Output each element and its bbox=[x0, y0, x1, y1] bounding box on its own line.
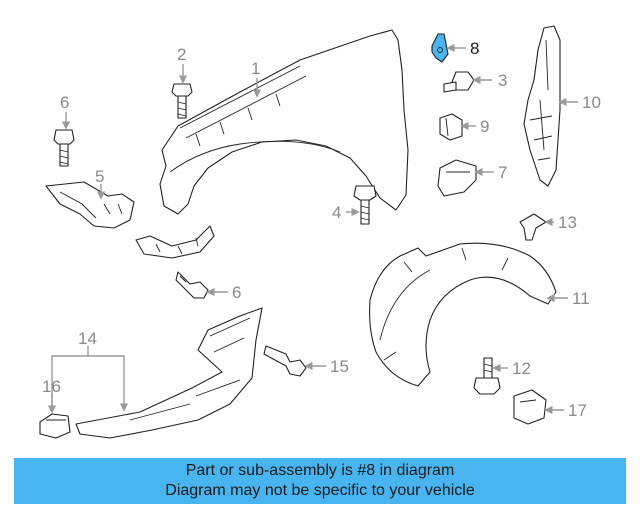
seal-part-10 bbox=[523, 25, 561, 187]
callout-3: 3 bbox=[498, 71, 507, 90]
bolt-part-12 bbox=[473, 357, 501, 395]
callout-9: 9 bbox=[480, 117, 489, 136]
clip-part-8 bbox=[431, 33, 449, 63]
callout-7: 7 bbox=[498, 163, 507, 182]
parts-diagram: 1 2 6 5 4 6 8 3 9 7 10 13 11 12 17 15 14… bbox=[39, 25, 601, 439]
banner-line-part: Part or sub-assembly is #8 in diagram bbox=[185, 462, 455, 479]
bolt-part-2 bbox=[171, 83, 193, 119]
callout-10: 10 bbox=[582, 93, 601, 112]
callout-12: 12 bbox=[512, 359, 531, 378]
callout-4: 4 bbox=[332, 203, 341, 222]
callout-labels: 1 2 6 5 4 6 8 3 9 7 10 13 11 12 17 15 14… bbox=[42, 39, 601, 420]
callout-6-lower: 6 bbox=[232, 283, 241, 302]
bolt-part-6-lower bbox=[175, 271, 209, 299]
undercover-part-14 bbox=[75, 307, 263, 439]
callout-16: 16 bbox=[42, 377, 61, 396]
fender-part bbox=[135, 29, 409, 259]
callout-5: 5 bbox=[95, 167, 104, 186]
callout-1: 1 bbox=[251, 59, 260, 78]
bolt-part-3 bbox=[443, 71, 475, 93]
clip-part-16 bbox=[39, 413, 71, 439]
callout-2: 2 bbox=[177, 45, 186, 64]
bolt-part-6-upper bbox=[53, 129, 75, 167]
callout-6-upper: 6 bbox=[60, 93, 69, 112]
banner-line-disclaimer: Diagram may not be specific to your vehi… bbox=[165, 482, 475, 499]
clip-part-9 bbox=[439, 113, 463, 141]
callout-15: 15 bbox=[330, 357, 349, 376]
bracket-part-5 bbox=[45, 181, 135, 229]
clip-part-13 bbox=[519, 213, 547, 241]
block-part-7 bbox=[437, 159, 477, 197]
clip-part-17 bbox=[513, 389, 547, 425]
leader-lines bbox=[47, 43, 578, 415]
bolt-part-15 bbox=[263, 345, 307, 377]
callout-8: 8 bbox=[470, 39, 479, 58]
callout-17: 17 bbox=[568, 401, 587, 420]
info-banner: Part or sub-assembly is #8 in diagram Di… bbox=[14, 458, 626, 504]
bolt-part-4 bbox=[353, 185, 377, 225]
callout-13: 13 bbox=[558, 213, 577, 232]
callout-11: 11 bbox=[572, 289, 590, 308]
liner-part-11 bbox=[369, 242, 557, 387]
callout-14: 14 bbox=[78, 329, 97, 348]
